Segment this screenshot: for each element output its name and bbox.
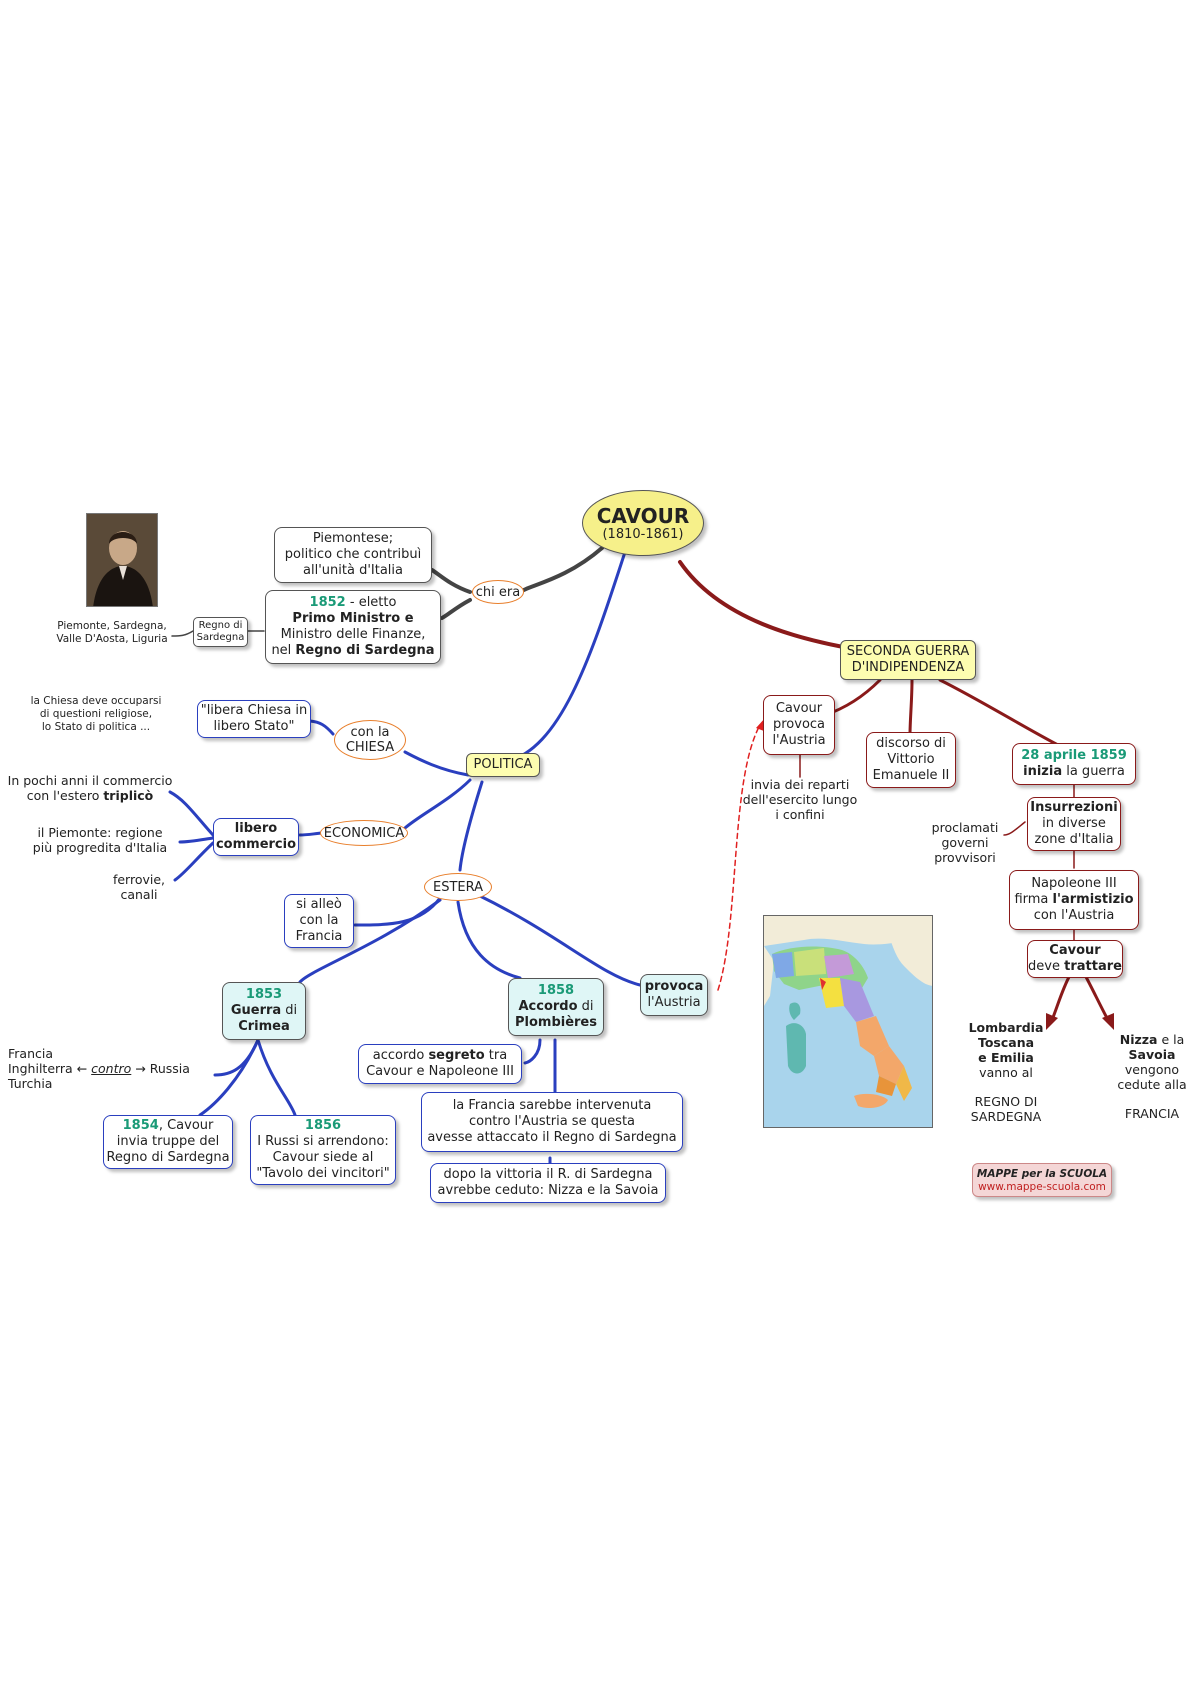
link-politica-economica: [403, 778, 472, 830]
link-libero-ferrovie: [173, 841, 215, 882]
link-estera-crimea: [298, 898, 442, 984]
regno-regions: Piemonte, Sardegna, Valle D'Aosta, Ligur…: [56, 620, 168, 645]
plombieres-node: 1858 Accordo di Plombières: [508, 978, 604, 1036]
link-estera-plombieres: [456, 900, 522, 980]
libero-commercio-node: libero commercio: [213, 818, 299, 856]
link-politica-estera: [458, 780, 484, 872]
link-root-politica: [503, 550, 627, 764]
link-plombieres-segreto: [523, 1038, 542, 1065]
alleo-node: si alleò con la Francia: [284, 894, 354, 948]
politica-node: POLITICA: [466, 753, 540, 777]
piemontese-node: Piemontese; politico che contribuì all'u…: [274, 527, 432, 583]
link-root-guerra: [678, 560, 862, 652]
italy-map: [763, 915, 933, 1128]
crimea-node: 1853 Guerra di Crimea: [222, 982, 306, 1040]
cavour-provoca-node: Cavour provoca l'Austria: [763, 695, 835, 755]
link-chiera-elected: [440, 598, 472, 620]
link-crimea-alliance: [213, 1038, 260, 1077]
reparti-text: invia dei reparti dell'esercito lungo i …: [742, 777, 858, 822]
discorso-node: discorso di Vittorio Emanuele II: [866, 732, 956, 788]
link-chiera-desc: [430, 568, 472, 594]
y1854-node: 1854, Cavour invia truppe del Regno di S…: [103, 1115, 233, 1169]
arrow-dashed: [756, 718, 765, 731]
link-guerra-aprile: [938, 678, 1060, 747]
chi-era-node: chi era: [472, 580, 524, 604]
root-node: CAVOUR (1810-1861): [582, 490, 704, 556]
ferrovie-text: ferrovie, canali: [112, 872, 166, 902]
regno-sardegna-node: Regno di Sardegna: [193, 617, 248, 647]
proclamati-text: proclamati governi provvisori: [931, 820, 999, 865]
chiesa-note: la Chiesa deve occuparsi di questioni re…: [30, 695, 162, 733]
credit-badge[interactable]: MAPPE per la SCUOLA www.mappe-scuola.com: [972, 1163, 1112, 1197]
link-economica-libero: [298, 831, 324, 837]
provoca-node: provoca l'Austria: [640, 974, 708, 1016]
lombardia-text: Lombardia Toscana e Emilia vanno al REGN…: [968, 1020, 1044, 1124]
link-trattare-lombardia: [1050, 973, 1072, 1022]
link-trattare-nizza: [1083, 973, 1110, 1022]
link-crimea-1854: [198, 1038, 260, 1117]
nizza-text: Nizza e la Savoia vengono cedute alla FR…: [1117, 1032, 1187, 1121]
credit-title: MAPPE per la SCUOLA: [976, 1168, 1108, 1180]
triplico-text: In pochi anni il commercio con l'estero …: [7, 773, 173, 803]
link-insurrezioni-proclamati: [1003, 821, 1026, 836]
link-chiesa-quote: [308, 719, 335, 736]
link-guerra-discorso: [908, 678, 914, 737]
francia-intervenuta-node: la Francia sarebbe intervenuta contro l'…: [421, 1092, 683, 1152]
link-politica-chiesa: [403, 750, 470, 777]
y1856-node: 1856 I Russi si arrendono: Cavour siede …: [250, 1115, 396, 1185]
link-root-chiera: [518, 546, 604, 594]
link-regno-regions: [171, 630, 194, 637]
segreto-node: accordo segreto tra Cavour e Napoleone I…: [358, 1044, 522, 1084]
elected-year: 1852: [309, 595, 346, 610]
root-subtitle: (1810-1861): [602, 526, 684, 542]
armistizio-node: Napoleone III firma l'armistizio con l'A…: [1009, 870, 1139, 930]
trattare-node: Cavour deve trattare: [1027, 940, 1123, 978]
link-estera-provoca: [476, 893, 642, 987]
libera-chiesa-node: "libera Chiesa in libero Stato": [197, 700, 311, 738]
link-crimea-1856: [256, 1038, 297, 1117]
alliance-text: Francia Inghilterra ← contro → Russia Tu…: [8, 1046, 190, 1091]
arrow-lombardia: [1046, 1013, 1058, 1030]
elected-node: 1852 - eletto Primo Ministro e Ministro …: [265, 590, 441, 664]
link-libero-piemonte: [178, 836, 215, 844]
seconda-guerra-node: SECONDA GUERRA D'INDIPENDENZA: [840, 640, 976, 680]
link-libero-triplico: [168, 790, 215, 837]
arrow-nizza: [1102, 1013, 1114, 1030]
estera-node: ESTERA: [424, 873, 492, 901]
aprile-node: 28 aprile 1859 inizia la guerra: [1012, 743, 1136, 785]
link-provoca-dashed: [717, 724, 761, 991]
root-title: CAVOUR: [596, 503, 690, 528]
chiesa-node: con la CHIESA: [334, 720, 406, 760]
link-estera-alleo: [353, 896, 442, 927]
credit-url[interactable]: www.mappe-scuola.com: [978, 1181, 1106, 1193]
vittoria-node: dopo la vittoria il R. di Sardegna avreb…: [430, 1163, 666, 1203]
economica-node: ECONOMICA: [320, 820, 408, 846]
piemonte-text: il Piemonte: regione più progredita d'It…: [32, 825, 168, 855]
cavour-portrait: [86, 513, 158, 607]
insurrezioni-node: Insurrezioni in diverse zone d'Italia: [1027, 797, 1121, 851]
